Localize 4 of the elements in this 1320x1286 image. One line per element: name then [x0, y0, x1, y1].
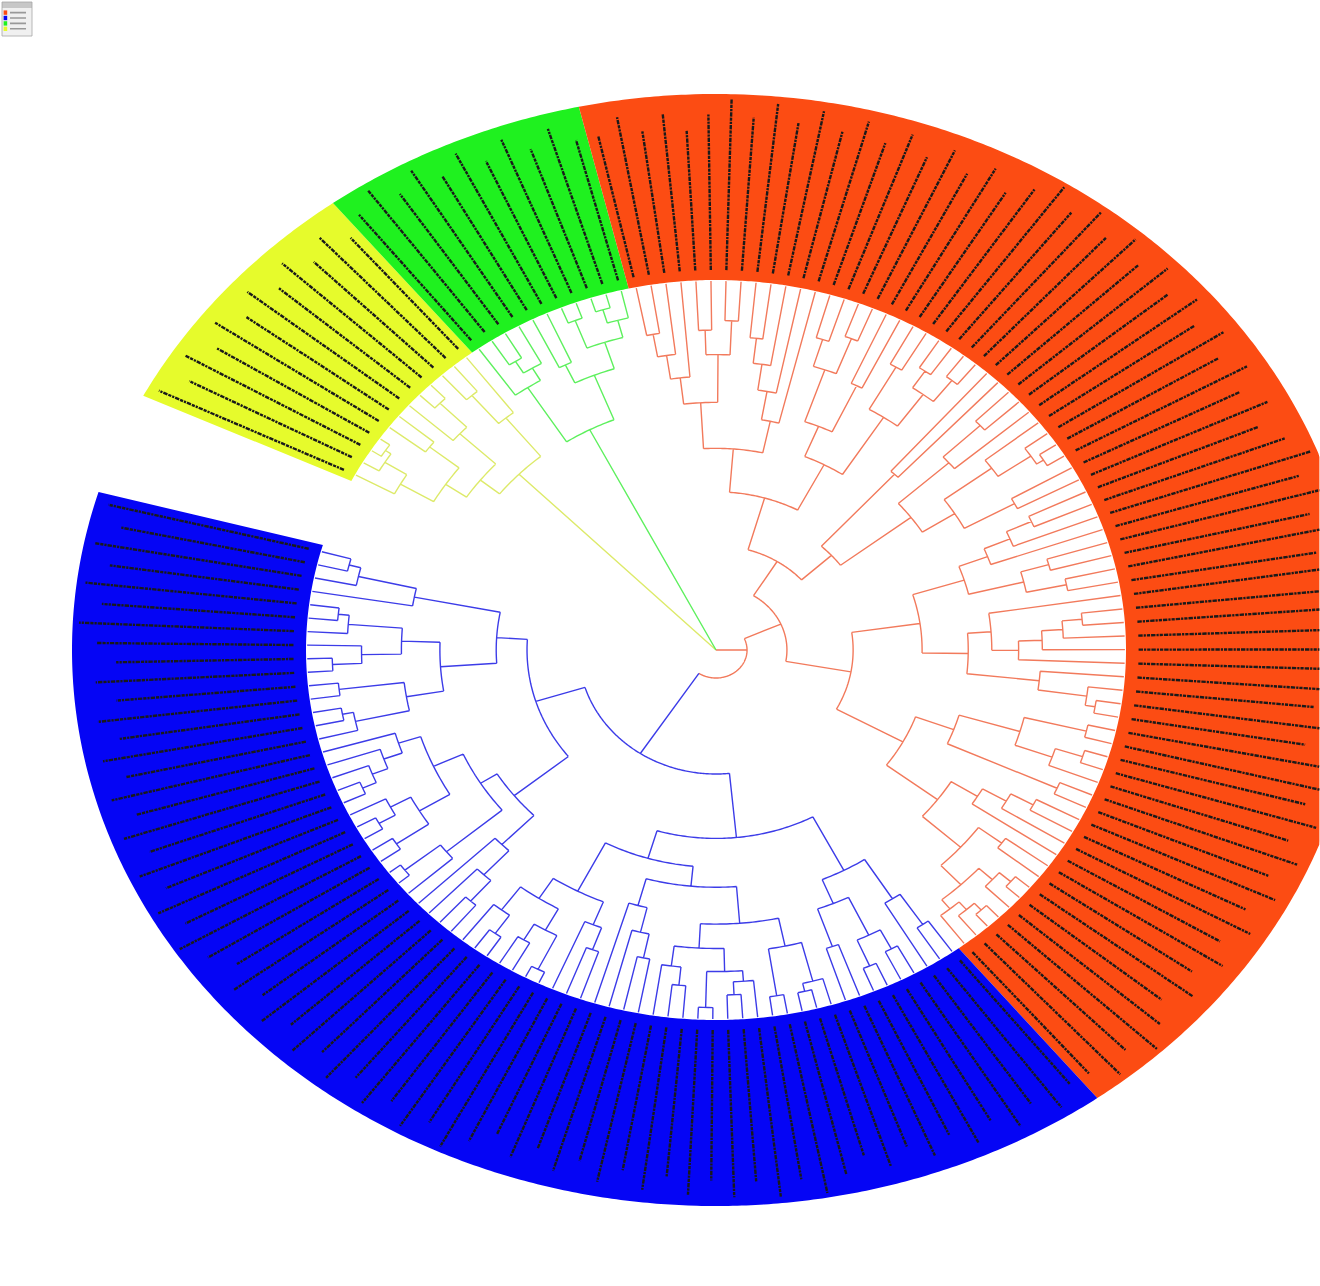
- clade-band: [72, 492, 1098, 1206]
- clade-band: [578, 94, 1320, 1099]
- clade-band: [143, 203, 473, 481]
- clade-band: [332, 106, 629, 353]
